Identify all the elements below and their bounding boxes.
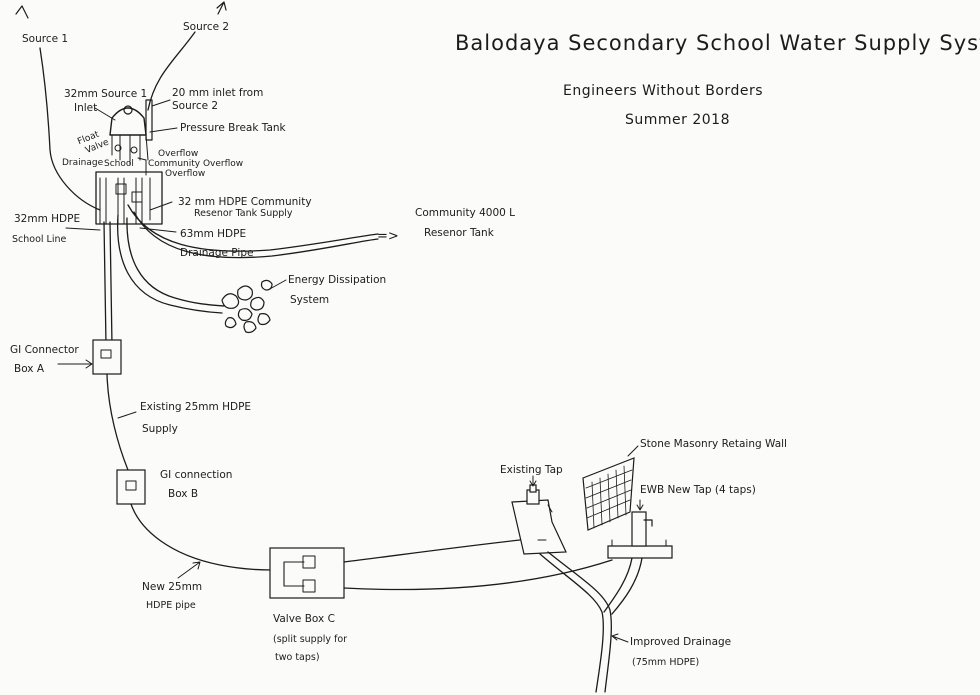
overflow-label-2: Overflow: [165, 169, 205, 179]
school-line-label-a: 32mm HDPE: [14, 213, 80, 225]
box-b-label-b: Box B: [168, 488, 198, 500]
source2-arrow: [216, 1, 227, 15]
new-hdpe-pipe: [130, 503, 273, 571]
valve-box-label: Valve Box C: [273, 613, 335, 625]
community-tank-label-a: Community 4000 L: [415, 207, 515, 219]
community-supply-pipe-lower: [133, 211, 379, 259]
energy-dissipation-stones: [221, 279, 273, 334]
pressure-break-tank: [109, 99, 153, 166]
box-a-arrow: [57, 359, 93, 369]
pbt-leader: [149, 127, 178, 133]
valve-box-c: [269, 547, 345, 599]
box-b-label-a: GI connection: [160, 469, 232, 481]
tank-valve-chamber: [95, 157, 163, 225]
drainage-pipe-label-b: Drainage Pipe: [180, 247, 253, 259]
drainage-pipe-outer: [116, 214, 223, 314]
new-pipe-label-a: New 25mm: [142, 581, 202, 593]
drainage-arrow: [611, 633, 629, 643]
school-line-leader: [65, 227, 101, 231]
energy-dissipation-leader: [267, 279, 287, 291]
valve-box-c-manifold: [283, 561, 305, 587]
connector-box-a-fitting: [100, 349, 112, 359]
source1-arrow: [15, 5, 29, 19]
source1-inlet-pipe: [39, 47, 101, 211]
split-supply-label-b: two taps): [275, 652, 320, 663]
overflow-label-1: Overflow: [158, 149, 198, 159]
box-a-label-a: GI Connector: [10, 344, 79, 356]
connector-box-a: [92, 339, 122, 375]
drainage-pipe-existing-tap-outer: [539, 553, 604, 693]
school-line-label-b: School Line: [12, 234, 67, 245]
valve-c1-icon: [302, 555, 316, 569]
school-outlet-label: School: [104, 159, 134, 169]
drainage-label-a: Improved Drainage: [630, 636, 731, 648]
wall-label: Stone Masonry Retaing Wall: [640, 438, 787, 450]
connection-box-b: [116, 469, 146, 505]
inlet-20mm-leader: [151, 99, 171, 107]
community-supply-label-b: Resenor Tank Supply: [194, 208, 293, 219]
new-tap-label: EWB New Tap (4 taps): [640, 484, 756, 496]
school-pipe-left: [103, 221, 107, 346]
community-overflow-label: Community Overflow: [148, 159, 243, 169]
inlet-20mm-label-b: Source 2: [172, 100, 218, 112]
new-tap-arrow: [636, 499, 644, 511]
community-supply-leader: [149, 201, 173, 211]
community-supply-label-a: 32 mm HDPE Community: [178, 196, 312, 208]
inlet-32mm-label-a: 32mm Source 1: [64, 88, 147, 100]
pipe-to-existing-tap: [343, 539, 521, 563]
energy-dissipation-label-a: Energy Dissipation: [288, 274, 386, 286]
community-supply-pipe-upper: [127, 204, 379, 252]
drainage-pipe-existing-tap-inner: [547, 551, 612, 693]
diagram-title: Balodaya Secondary School Water Supply S…: [455, 31, 980, 55]
energy-dissipation-label-b: System: [290, 294, 329, 306]
box-a-label-b: Box A: [14, 363, 45, 375]
inlet-32mm-leader: [94, 107, 116, 121]
inlet-32mm-label-b: Inlet: [74, 102, 97, 114]
drainage-label-b: (75mm HDPE): [632, 657, 699, 668]
school-pipe-right: [109, 221, 113, 346]
organization-label: Engineers Without Borders: [563, 83, 763, 99]
split-supply-label-a: (split supply for: [273, 634, 347, 645]
existing-tap-label: Existing Tap: [500, 464, 563, 476]
drainage-pipe-new-tap-inner: [611, 557, 643, 615]
existing-supply-leader: [117, 411, 137, 419]
source1-label: Source 1: [22, 33, 68, 45]
community-tank-arrow: =>: [377, 229, 399, 244]
existing-tap: [511, 484, 567, 555]
stone-masonry-wall: [582, 457, 635, 531]
connection-box-b-fitting: [125, 480, 137, 491]
existing-supply-pipe: [106, 373, 129, 471]
source2-label: Source 2: [183, 21, 229, 33]
valve-c2-icon: [302, 579, 316, 593]
drainage-outlet-label: Drainage: [62, 158, 104, 168]
new-pipe-arrow: [177, 561, 201, 579]
existing-tap-arrow: [529, 475, 537, 487]
ewb-new-tap: [607, 511, 673, 559]
wall-leader: [627, 445, 639, 457]
float-valve-label: Float Valve: [76, 130, 111, 156]
existing-supply-label-a: Existing 25mm HDPE: [140, 401, 251, 413]
drainage-pipe-label-a: 63mm HDPE: [180, 228, 246, 240]
new-pipe-label-b: HDPE pipe: [146, 600, 196, 611]
pbt-label: Pressure Break Tank: [180, 122, 287, 134]
drainage-pipe-inner: [126, 217, 225, 307]
community-tank-label-b: Resenor Tank: [424, 227, 495, 239]
pipe-to-new-tap: [343, 559, 613, 591]
inlet-20mm-label-a: 20 mm inlet from: [172, 87, 263, 99]
drainage-pipe-leader: [139, 227, 177, 233]
existing-supply-label-b: Supply: [142, 423, 178, 435]
drainage-pipe-new-tap-outer: [603, 557, 633, 613]
date-label: Summer 2018: [625, 112, 730, 128]
